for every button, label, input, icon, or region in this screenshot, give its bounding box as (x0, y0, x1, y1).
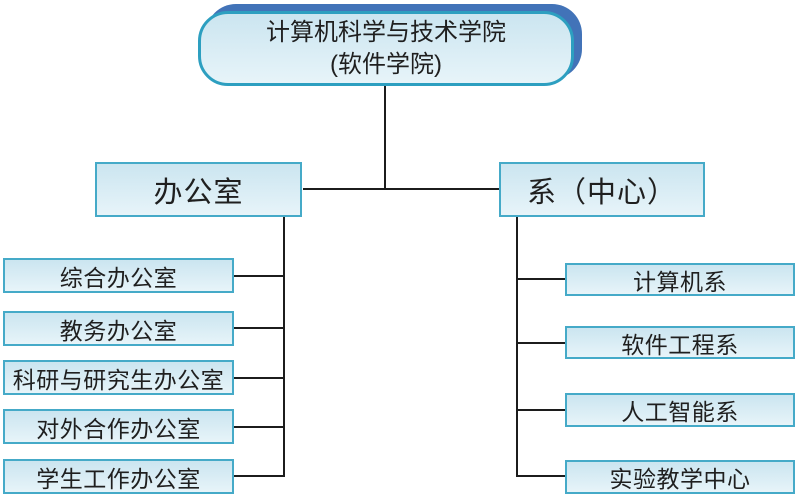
org-node-leaf: 软件工程系 (565, 326, 795, 359)
root-title-line1: 计算机科学与技术学院 (266, 18, 506, 46)
org-node-leaf: 人工智能系 (565, 393, 795, 427)
root-title-line2: (软件学院) (330, 50, 442, 78)
connector-left-stub-5 (234, 475, 284, 477)
org-node-departments-header: 系（中心） (499, 162, 705, 217)
connector-right-stub-4 (516, 475, 566, 477)
connector-left-stub-1 (234, 275, 284, 277)
connector-left-drop (283, 217, 285, 477)
connector-right-stub-2 (516, 342, 566, 344)
org-node-leaf: 计算机系 (565, 263, 795, 296)
connector-left-stub-4 (234, 426, 284, 428)
org-node-leaf: 实验教学中心 (565, 460, 795, 494)
connector-right-drop (516, 217, 518, 477)
connector-branch-horizontal (303, 188, 500, 190)
connector-right-stub-3 (516, 409, 566, 411)
org-node-leaf: 教务办公室 (3, 311, 234, 346)
org-node-leaf: 对外合作办公室 (3, 409, 234, 444)
connector-right-stub-1 (516, 278, 566, 280)
org-node-leaf: 科研与研究生办公室 (3, 360, 234, 395)
org-node-root: 计算机科学与技术学院 (软件学院) (198, 11, 574, 86)
org-node-leaf: 综合办公室 (3, 258, 234, 293)
connector-left-stub-2 (234, 327, 284, 329)
org-node-leaf: 学生工作办公室 (3, 459, 234, 494)
org-node-offices-header: 办公室 (95, 162, 302, 217)
connector-trunk (384, 86, 386, 189)
connector-left-stub-3 (234, 377, 284, 379)
